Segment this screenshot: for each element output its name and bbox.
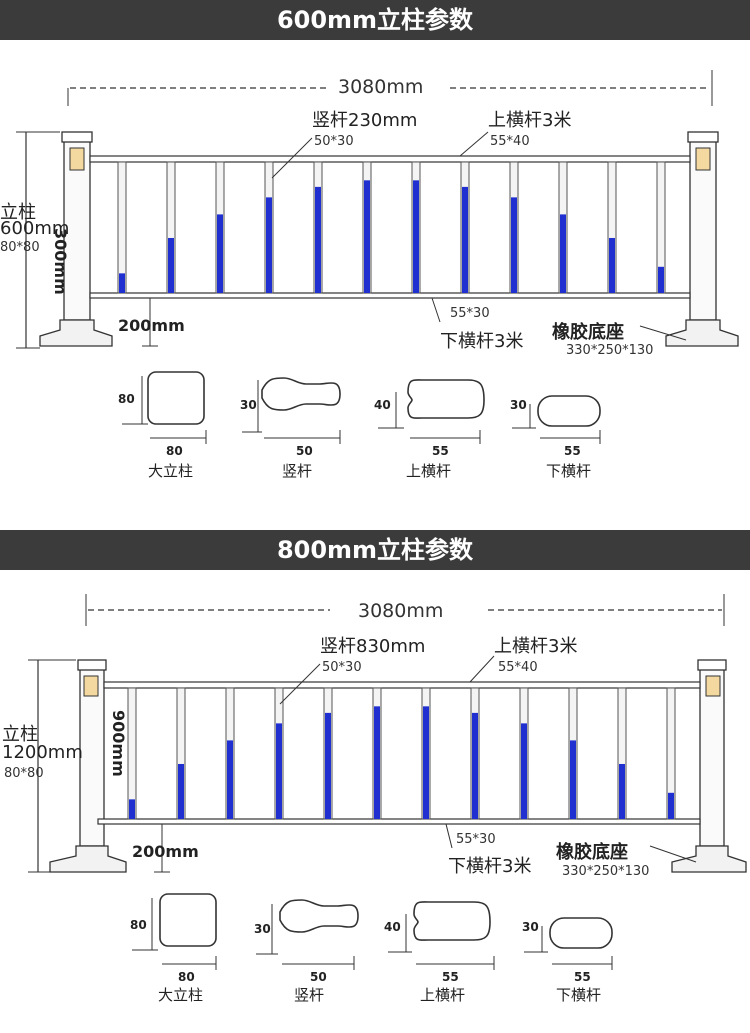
picket-label: 竖杆830mm xyxy=(320,636,426,657)
picket-spec: 50*30 xyxy=(322,660,362,675)
profile3-width: 55 xyxy=(432,444,449,458)
picket-blue-fill xyxy=(119,273,125,293)
picket-blue-fill xyxy=(217,214,223,293)
profile1-name: 大立柱 xyxy=(158,986,204,1004)
picket-blue-fill xyxy=(276,723,282,819)
picket xyxy=(127,687,137,820)
profile2-height: 30 xyxy=(240,398,257,412)
profile3-width: 55 xyxy=(442,970,459,984)
profile3-height: 40 xyxy=(374,398,391,412)
profile4-height: 30 xyxy=(510,398,527,412)
picket-blue-fill xyxy=(570,740,576,819)
profiles-800 xyxy=(132,893,613,970)
profile4-height: 30 xyxy=(522,920,539,934)
panel-height-label: 900mm xyxy=(109,710,128,777)
clearance-label: 200mm xyxy=(118,316,185,335)
profile2-width: 50 xyxy=(310,970,327,984)
profile4-width: 55 xyxy=(574,970,591,984)
fence-drawing-600 xyxy=(16,70,739,444)
panel-height-label: 300mm xyxy=(51,228,70,295)
base-spec: 330*250*130 xyxy=(562,864,650,879)
picket-blue-fill xyxy=(266,197,272,293)
picket-blue-fill xyxy=(178,763,184,819)
post-height-label: 1200mm xyxy=(2,742,83,763)
picket-blue-fill xyxy=(521,723,527,819)
top-rail-spec: 55*40 xyxy=(498,660,538,675)
top-rail-label: 上横杆3米 xyxy=(488,110,572,131)
picket-blue-fill xyxy=(227,740,233,819)
bottom-rail-label: 下横杆3米 xyxy=(448,856,532,877)
post-spec: 80*80 xyxy=(4,766,44,781)
picket-blue-fill xyxy=(364,180,370,293)
pickets-600 xyxy=(117,161,666,294)
bottom-rail-label: 下横杆3米 xyxy=(440,331,524,352)
profile1-height: 80 xyxy=(118,392,135,406)
total-length-label: 3080mm xyxy=(358,600,444,622)
bottom-rail-spec: 55*30 xyxy=(456,832,496,847)
picket-blue-fill xyxy=(423,706,429,819)
picket-blue-fill xyxy=(129,799,135,819)
fence-drawing-800 xyxy=(28,594,747,970)
picket-blue-fill xyxy=(609,237,615,293)
profile2-name: 竖杆 xyxy=(294,986,325,1004)
picket-blue-fill xyxy=(325,712,331,819)
post-label: 立柱 xyxy=(0,202,36,223)
profile4-name: 下横杆 xyxy=(556,986,602,1004)
profiles-600 xyxy=(122,371,601,444)
profile3-name: 上横杆 xyxy=(420,986,466,1004)
profile1-width: 80 xyxy=(166,444,183,458)
top-rail-label: 上横杆3米 xyxy=(494,636,578,657)
post-spec: 80*80 xyxy=(0,240,40,255)
picket-blue-fill xyxy=(658,266,664,293)
section2-diagram: 3080mm 立柱 1200mm 80*80 竖杆830mm 50*30 上横杆… xyxy=(0,570,750,1033)
post-label: 立柱 xyxy=(2,724,38,745)
picket-blue-fill xyxy=(168,237,174,293)
section2-title: 800mm立柱参数 xyxy=(0,530,750,570)
profile1-width: 80 xyxy=(178,970,195,984)
total-length-label: 3080mm xyxy=(338,76,424,98)
picket-blue-fill xyxy=(472,712,478,819)
picket-blue-fill xyxy=(619,763,625,819)
picket-blue-fill xyxy=(315,186,321,293)
profile4-name: 下横杆 xyxy=(546,462,592,480)
base-spec: 330*250*130 xyxy=(566,343,654,358)
profile2-name: 竖杆 xyxy=(282,462,313,480)
base-label: 橡胶底座 xyxy=(556,842,628,863)
picket-spec: 50*30 xyxy=(314,134,354,149)
picket-blue-fill xyxy=(560,214,566,293)
picket-blue-fill xyxy=(462,186,468,293)
bottom-rail-spec: 55*30 xyxy=(450,306,490,321)
top-rail-spec: 55*40 xyxy=(490,134,530,149)
profile3-name: 上横杆 xyxy=(406,462,452,480)
post-height-label: 600mm xyxy=(0,218,70,239)
picket-label: 竖杆230mm xyxy=(312,110,418,131)
profile2-width: 50 xyxy=(296,444,313,458)
picket-blue-fill xyxy=(374,706,380,819)
profile1-name: 大立柱 xyxy=(148,462,194,480)
picket-blue-fill xyxy=(668,792,674,819)
picket-blue-fill xyxy=(511,197,517,293)
section1-title: 600mm立柱参数 xyxy=(0,0,750,40)
clearance-label: 200mm xyxy=(132,842,199,861)
picket-blue-fill xyxy=(413,180,419,293)
profile4-width: 55 xyxy=(564,444,581,458)
base-label: 橡胶底座 xyxy=(552,322,624,343)
profile1-height: 80 xyxy=(130,918,147,932)
pickets-800 xyxy=(127,687,676,820)
profile3-height: 40 xyxy=(384,920,401,934)
section1-diagram: 3080mm 立柱 600mm 80*80 竖杆230mm 50*30 上横杆3… xyxy=(0,40,750,520)
profile2-height: 30 xyxy=(254,922,271,936)
